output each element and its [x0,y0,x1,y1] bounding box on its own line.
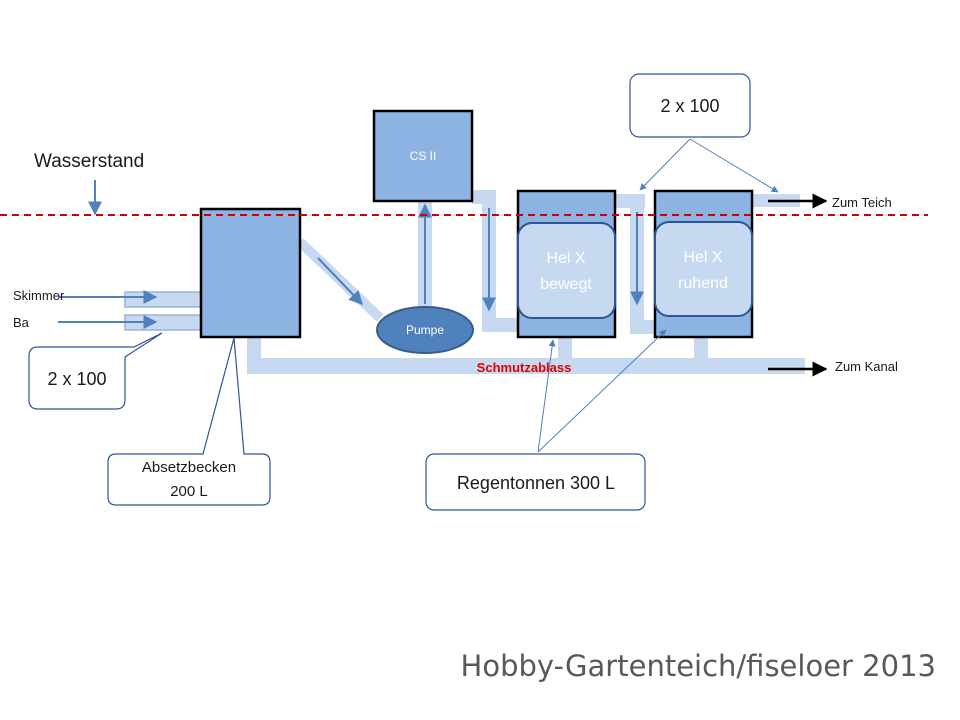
callout-regentonnen-box [425,453,646,511]
callout-absetzbecken [107,337,271,506]
callout-top-box [629,73,751,138]
helx2-label-line1: Hel X [683,249,722,266]
drain-pipe [247,358,805,374]
wasserstand-label: Wasserstand [34,151,144,172]
helx2-label-line2: ruhend [678,275,728,292]
cs-label: CS II [410,149,437,163]
inlet-pipe-skimmer [124,291,203,308]
pump-inflow-arrow [317,257,363,306]
pipe-into-helx1 [482,318,520,332]
cs-tank [372,109,474,203]
absetzbecken-label-line2: 200 L [170,483,208,500]
zum-teich-label: Zum Teich [832,195,892,210]
helx1-label-line1: Hel X [546,250,585,267]
flow-arrows [58,180,644,329]
skimmer-label: Skimmer [13,288,65,303]
callout-left-text: 2 x 100 [47,369,106,389]
zum-kanal-label: Zum Kanal [835,359,898,374]
callout-top-pointers [639,138,779,193]
drain-riser-helx1 [558,336,572,366]
pipe-u-bottom [630,320,656,334]
schmutzablass-label: Schmutzablass [477,360,572,375]
helx1-label-line2: bewegt [540,276,592,293]
footer-credit: Hobby-Gartenteich/fiseloer 2013 [461,649,936,683]
drain-riser-absetz [247,336,261,366]
ba-label: Ba [13,315,30,330]
absetzbecken-tank [199,207,302,339]
absetzbecken-label-line1: Absetzbecken [142,459,236,476]
drain-riser-helx2 [694,336,708,366]
callout-regentonnen-pointers [537,329,667,453]
regentonnen-label: Regentonnen 300 L [457,473,615,493]
pumpe-label: Pumpe [406,323,444,337]
helx2-media [654,221,753,317]
helx1-media [517,222,616,319]
callout-top-text: 2 x 100 [660,96,719,116]
callout-left [28,332,163,410]
pump [376,306,474,354]
